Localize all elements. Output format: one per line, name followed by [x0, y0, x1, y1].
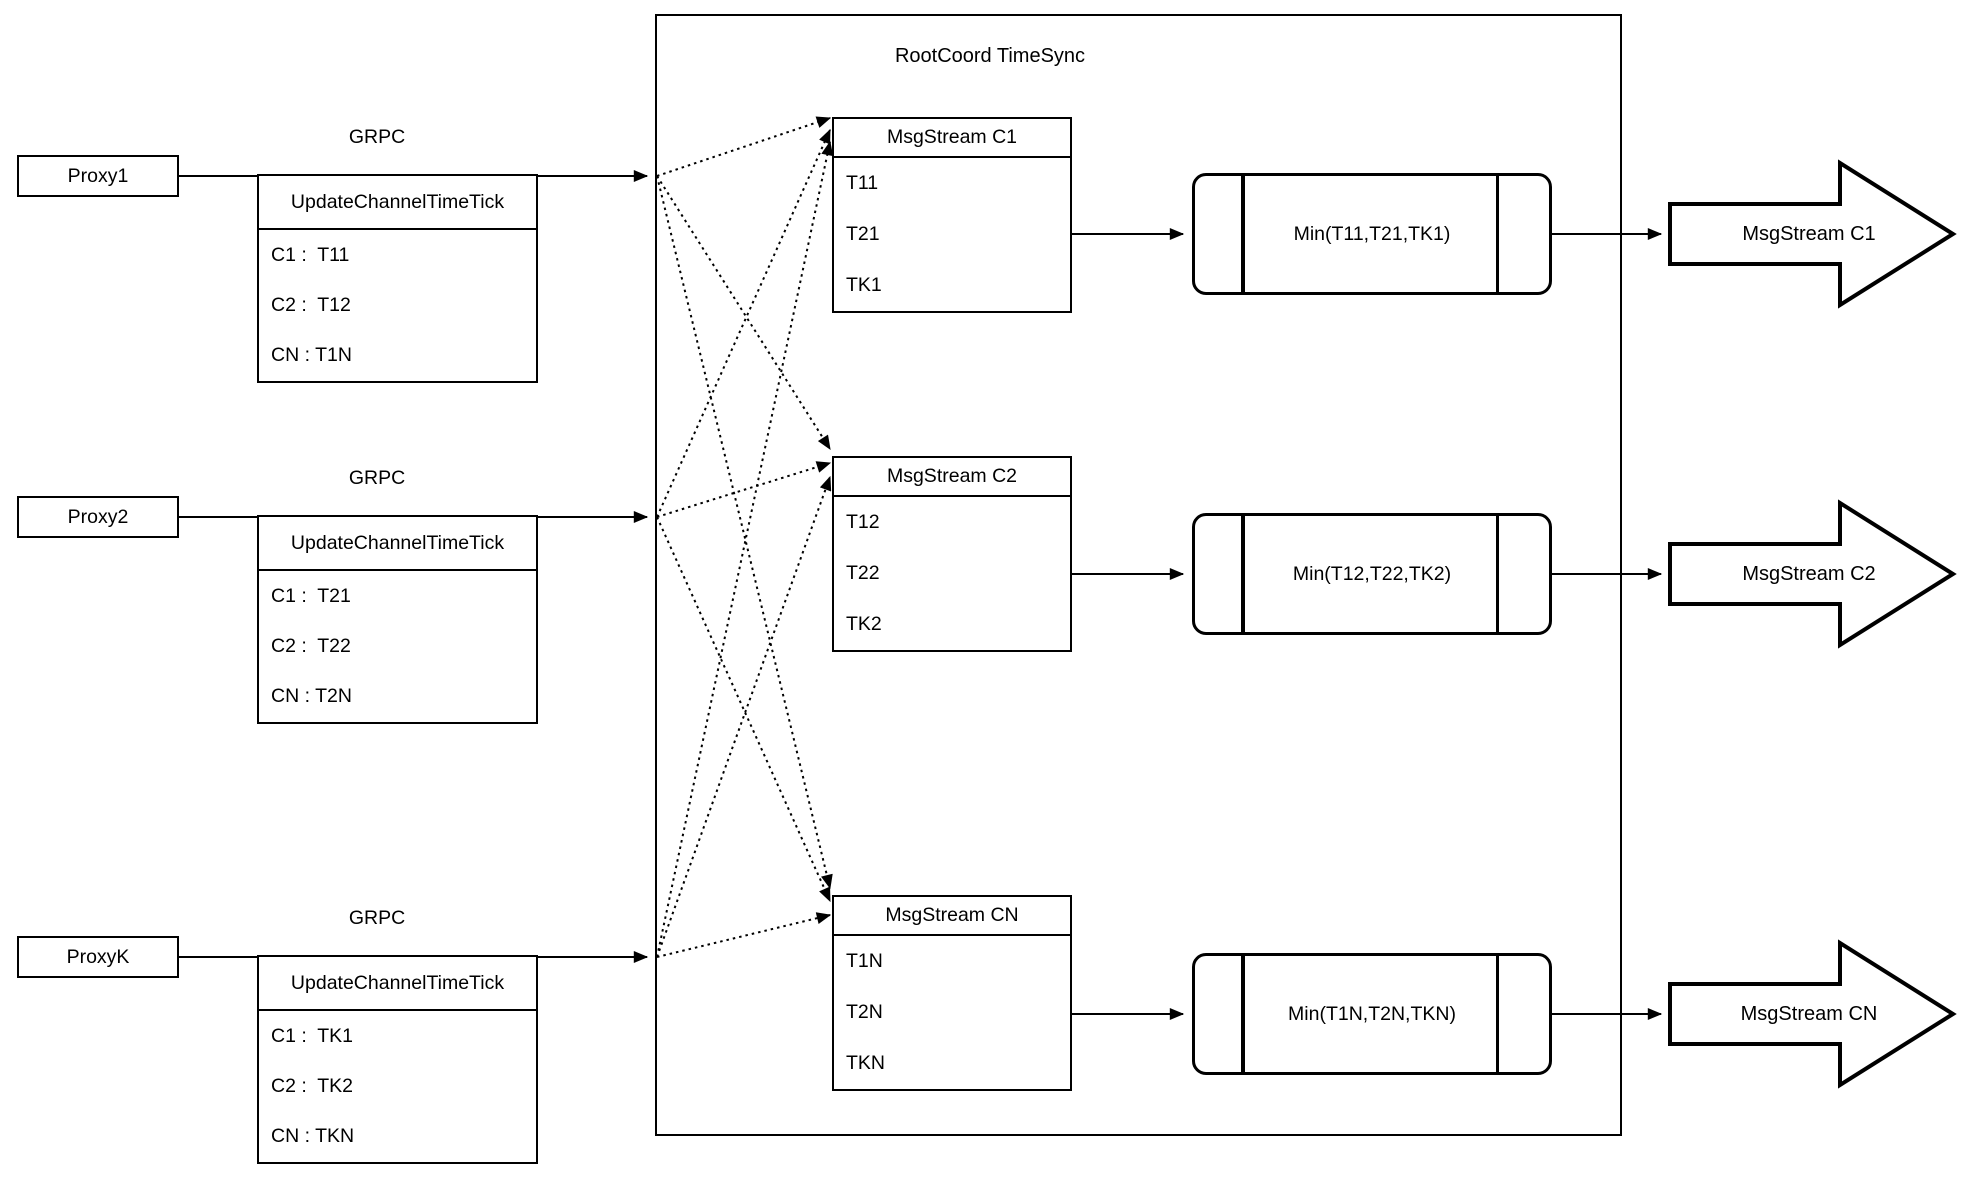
dotted-fanout-lines — [656, 116, 834, 958]
queue-divider-right — [1495, 516, 1499, 632]
min-label: Min(T1N,T2N,TKN) — [1288, 1002, 1456, 1025]
table-header: UpdateChannelTimeTick — [259, 176, 536, 230]
proxy-label: Proxy2 — [67, 505, 129, 528]
table-row: CN : T1N — [271, 344, 352, 367]
table-row: C1 : TK1 — [271, 1024, 354, 1047]
update-timetick-table-3: UpdateChannelTimeTick C1 : TK1 C2 : TK2 … — [257, 955, 538, 1164]
proxy1-to-cn-dotted — [656, 175, 833, 890]
table-header: UpdateChannelTimeTick — [259, 517, 536, 571]
table-row: T1N — [846, 950, 883, 972]
update-timetick-table-2: UpdateChannelTimeTick C1 : T21 C2 : T22 … — [257, 515, 538, 724]
queue-divider-left — [1241, 516, 1245, 632]
block-arrow-msgstream-c1 — [1668, 159, 1957, 309]
proxyk-to-cn-dotted — [656, 912, 832, 958]
min-box-3: Min(T1N,T2N,TKN) — [1192, 953, 1552, 1075]
update-timetick-table-1: UpdateChannelTimeTick C1 : T11 C2 : T12 … — [257, 174, 538, 383]
block-arrow-msgstream-cn — [1668, 939, 1957, 1089]
table-row: T2N — [846, 1001, 883, 1023]
queue-divider-right — [1495, 956, 1499, 1072]
table-row: C1 : T11 — [271, 243, 350, 266]
proxy-box-2: Proxy2 — [17, 496, 179, 538]
proxy2-to-c1-dotted — [656, 128, 831, 518]
rootcoord-timesync-title: RootCoord TimeSync — [894, 45, 1086, 67]
proxyk-to-c1-dotted — [656, 140, 834, 958]
min-box-2: Min(T12,T22,TK2) — [1192, 513, 1552, 635]
output-arrow-shapes — [1668, 159, 1957, 1089]
proxyk-to-c2-dotted — [656, 475, 832, 958]
proxy2-to-c2-dotted — [656, 461, 832, 518]
table-row: TKN — [846, 1052, 885, 1074]
output-arrow-label-c1: MsgStream C1 — [1742, 222, 1876, 245]
proxy1-to-c1-dotted — [656, 116, 832, 177]
grpc-label-3: GRPC — [348, 907, 406, 929]
table-row: T22 — [846, 562, 880, 584]
min-box-1: Min(T11,T21,TK1) — [1192, 173, 1552, 295]
table-header: MsgStream CN — [834, 897, 1070, 936]
table-row: C1 : T21 — [271, 584, 351, 607]
msgstream-table-cn: MsgStream CN T1N T2N TKN — [832, 895, 1072, 1091]
msgstream-table-c1: MsgStream C1 T11 T21 TK1 — [832, 117, 1072, 313]
table-row: T21 — [846, 223, 880, 245]
table-row: CN : TKN — [271, 1125, 355, 1148]
table-row: C2 : T22 — [271, 634, 351, 657]
table-row: TK2 — [846, 613, 882, 635]
queue-divider-left — [1241, 956, 1245, 1072]
min-label: Min(T11,T21,TK1) — [1293, 222, 1451, 245]
table-header: UpdateChannelTimeTick — [259, 957, 536, 1011]
table-row: C2 : T12 — [271, 293, 351, 316]
grpc-label-1: GRPC — [348, 126, 406, 148]
min-label: Min(T12,T22,TK2) — [1292, 562, 1452, 585]
proxy-label: Proxy1 — [67, 164, 129, 187]
queue-divider-right — [1495, 176, 1499, 292]
table-row: CN : T2N — [271, 685, 352, 708]
output-arrow-label-c2: MsgStream C2 — [1742, 562, 1876, 585]
proxy-label: ProxyK — [66, 945, 130, 968]
msgstream-table-c2: MsgStream C2 T12 T22 TK2 — [832, 456, 1072, 652]
proxy2-to-cn-dotted — [656, 516, 831, 903]
block-arrow-msgstream-c2 — [1668, 499, 1957, 649]
proxy1-to-c2-dotted — [656, 175, 831, 451]
queue-divider-left — [1241, 176, 1245, 292]
table-row: T12 — [846, 511, 880, 533]
table-row: C2 : TK2 — [271, 1074, 354, 1097]
proxy-box-1: Proxy1 — [17, 155, 179, 197]
grpc-label-2: GRPC — [348, 467, 406, 489]
table-header: MsgStream C2 — [834, 458, 1070, 497]
proxy-box-k: ProxyK — [17, 936, 179, 978]
table-row: TK1 — [846, 274, 882, 296]
table-row: T11 — [846, 172, 879, 194]
table-header: MsgStream C1 — [834, 119, 1070, 158]
output-arrow-label-cn: MsgStream CN — [1740, 1002, 1878, 1025]
